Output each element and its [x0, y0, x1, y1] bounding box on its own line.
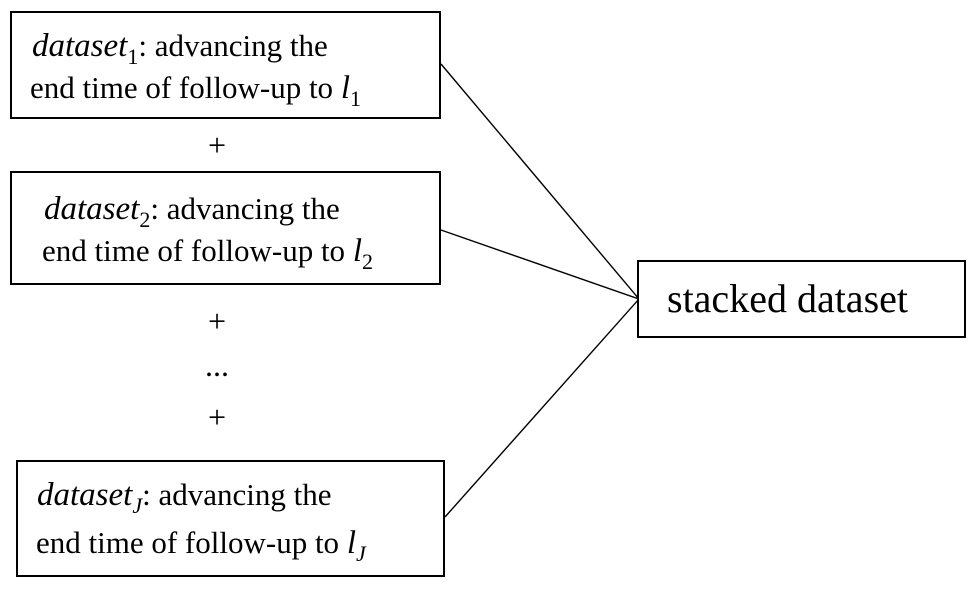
ellipsis: ...: [205, 347, 229, 383]
dataset-2-var: l: [352, 233, 362, 269]
plus-operator-3: +: [207, 399, 227, 435]
dataset-2-box: dataset2: advancing the end time of foll…: [10, 171, 441, 285]
dataset-j-line2-text: end time of follow-up to: [36, 525, 340, 560]
dataset-1-line-1: dataset1: advancing the: [32, 27, 328, 69]
dataset-j-var: l: [346, 525, 356, 561]
plus-operator-2: +: [207, 303, 227, 339]
dataset-2-name: dataset: [44, 191, 140, 227]
connector-3: [444, 298, 640, 518]
connector-2: [440, 229, 640, 300]
dataset-2-line2-text: end time of follow-up to: [42, 233, 346, 268]
dataset-2-line-1: dataset2: advancing the: [44, 190, 340, 232]
plus-operator-1: +: [207, 127, 227, 163]
dataset-j-line-1: datasetJ: advancing the: [37, 476, 332, 518]
dataset-1-line-2: end time of follow-up to l1: [30, 69, 361, 111]
stacked-dataset-box: stacked dataset: [637, 260, 966, 338]
dataset-j-index: J: [132, 493, 143, 518]
dataset-2-var-sub: 2: [361, 249, 373, 274]
dataset-j-box: datasetJ: advancing the end time of foll…: [16, 460, 445, 577]
dataset-j-name: dataset: [37, 477, 133, 513]
stacked-dataset-label: stacked dataset: [667, 276, 908, 321]
dataset-1-var-sub: 1: [349, 86, 361, 111]
dataset-2-line-2: end time of follow-up to l2: [42, 232, 373, 274]
dataset-2-desc: : advancing the: [150, 191, 340, 226]
dataset-2-index: 2: [139, 207, 151, 232]
dataset-1-var: l: [340, 70, 350, 106]
dataset-j-line-2: end time of follow-up to lJ: [36, 524, 366, 566]
dataset-1-desc: : advancing the: [138, 28, 328, 63]
dataset-1-box: dataset1: advancing the end time of foll…: [10, 11, 441, 119]
dataset-1-line2-text: end time of follow-up to: [30, 70, 334, 105]
dataset-1-index: 1: [127, 44, 139, 69]
connector-1: [440, 63, 640, 300]
dataset-1-name: dataset: [32, 28, 128, 64]
dataset-j-desc: : advancing the: [142, 477, 332, 512]
dataset-j-var-sub: J: [355, 541, 366, 566]
